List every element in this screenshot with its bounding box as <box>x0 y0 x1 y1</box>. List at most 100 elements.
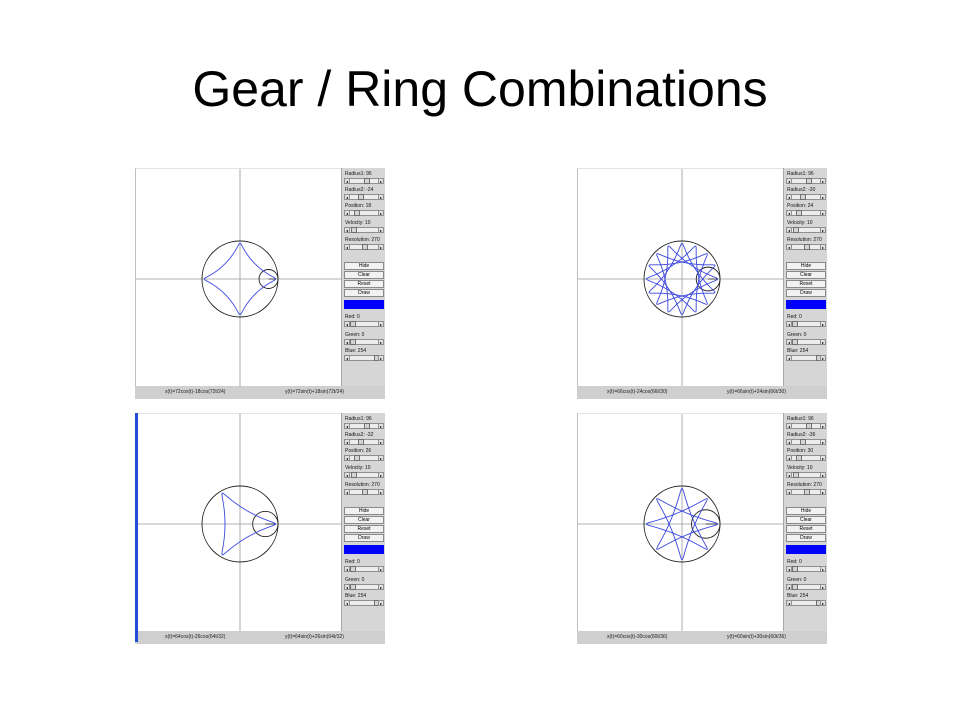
scroll-thumb[interactable] <box>793 227 799 233</box>
scroll-right-arrow-icon[interactable]: ▸ <box>820 227 826 233</box>
clear-button[interactable]: Clear <box>786 516 826 524</box>
scroll-thumb[interactable] <box>358 194 364 200</box>
scroll-thumb[interactable] <box>806 423 812 429</box>
scroll-left-arrow-icon[interactable]: ◂ <box>344 584 350 590</box>
scroll-right-arrow-icon[interactable]: ▸ <box>378 439 384 445</box>
scroll-thumb[interactable] <box>792 566 798 572</box>
scroll-right-arrow-icon[interactable]: ▸ <box>820 423 826 429</box>
reset-button[interactable]: Reset <box>786 525 826 533</box>
scroll-right-arrow-icon[interactable]: ▸ <box>378 339 384 345</box>
position-scrollbar[interactable]: ◂▸ <box>786 455 826 461</box>
scroll-right-arrow-icon[interactable]: ▸ <box>820 600 826 606</box>
scroll-left-arrow-icon[interactable]: ◂ <box>344 423 350 429</box>
scroll-right-arrow-icon[interactable]: ▸ <box>820 194 826 200</box>
velocity-scrollbar[interactable]: ◂▸ <box>344 227 384 233</box>
scroll-left-arrow-icon[interactable]: ◂ <box>344 339 350 345</box>
scroll-right-arrow-icon[interactable]: ▸ <box>820 321 826 327</box>
reset-button[interactable]: Reset <box>344 525 384 533</box>
scroll-thumb[interactable] <box>350 566 356 572</box>
radius1-scrollbar[interactable]: ◂▸ <box>344 178 384 184</box>
blue-scrollbar[interactable]: ◂▸ <box>786 600 826 606</box>
scroll-thumb[interactable] <box>806 178 812 184</box>
position-scrollbar[interactable]: ◂▸ <box>786 210 826 216</box>
scroll-left-arrow-icon[interactable]: ◂ <box>786 210 792 216</box>
scroll-right-arrow-icon[interactable]: ▸ <box>820 210 826 216</box>
scroll-left-arrow-icon[interactable]: ◂ <box>786 321 792 327</box>
resolution-scrollbar[interactable]: ◂▸ <box>786 244 826 250</box>
radius2-scrollbar[interactable]: ◂▸ <box>344 194 384 200</box>
reset-button[interactable]: Reset <box>344 280 384 288</box>
scroll-right-arrow-icon[interactable]: ▸ <box>378 178 384 184</box>
scroll-thumb[interactable] <box>351 227 357 233</box>
scroll-right-arrow-icon[interactable]: ▸ <box>378 489 384 495</box>
clear-button[interactable]: Clear <box>344 516 384 524</box>
radius1-scrollbar[interactable]: ◂▸ <box>344 423 384 429</box>
scroll-left-arrow-icon[interactable]: ◂ <box>786 584 792 590</box>
scroll-right-arrow-icon[interactable]: ▸ <box>378 584 384 590</box>
scroll-thumb[interactable] <box>350 339 356 345</box>
radius2-scrollbar[interactable]: ◂▸ <box>786 439 826 445</box>
scroll-right-arrow-icon[interactable]: ▸ <box>820 178 826 184</box>
scroll-left-arrow-icon[interactable]: ◂ <box>786 178 792 184</box>
spirograph-canvas[interactable] <box>577 413 784 632</box>
scroll-left-arrow-icon[interactable]: ◂ <box>786 244 792 250</box>
scroll-left-arrow-icon[interactable]: ◂ <box>344 489 350 495</box>
clear-button[interactable]: Clear <box>344 271 384 279</box>
scroll-right-arrow-icon[interactable]: ▸ <box>820 584 826 590</box>
scroll-left-arrow-icon[interactable]: ◂ <box>344 439 350 445</box>
scroll-left-arrow-icon[interactable]: ◂ <box>344 321 350 327</box>
scroll-right-arrow-icon[interactable]: ▸ <box>820 489 826 495</box>
red-scrollbar[interactable]: ◂▸ <box>786 321 826 327</box>
scroll-right-arrow-icon[interactable]: ▸ <box>378 423 384 429</box>
scroll-thumb[interactable] <box>354 455 360 461</box>
draw-button[interactable]: Draw <box>344 534 384 542</box>
scroll-left-arrow-icon[interactable]: ◂ <box>786 194 792 200</box>
scroll-thumb[interactable] <box>362 489 368 495</box>
scroll-thumb[interactable] <box>792 339 798 345</box>
scroll-thumb[interactable] <box>792 584 798 590</box>
scroll-left-arrow-icon[interactable]: ◂ <box>344 178 350 184</box>
draw-button[interactable]: Draw <box>786 289 826 297</box>
draw-button[interactable]: Draw <box>344 289 384 297</box>
scroll-thumb[interactable] <box>350 321 356 327</box>
green-scrollbar[interactable]: ◂▸ <box>786 584 826 590</box>
red-scrollbar[interactable]: ◂▸ <box>344 566 384 572</box>
position-scrollbar[interactable]: ◂▸ <box>344 210 384 216</box>
velocity-scrollbar[interactable]: ◂▸ <box>786 472 826 478</box>
scroll-thumb[interactable] <box>362 244 368 250</box>
scroll-thumb[interactable] <box>800 194 806 200</box>
scroll-right-arrow-icon[interactable]: ▸ <box>820 472 826 478</box>
scroll-left-arrow-icon[interactable]: ◂ <box>344 227 350 233</box>
scroll-right-arrow-icon[interactable]: ▸ <box>378 244 384 250</box>
scroll-left-arrow-icon[interactable]: ◂ <box>786 423 792 429</box>
position-scrollbar[interactable]: ◂▸ <box>344 455 384 461</box>
scroll-thumb[interactable] <box>354 210 360 216</box>
reset-button[interactable]: Reset <box>786 280 826 288</box>
blue-scrollbar[interactable]: ◂▸ <box>786 355 826 361</box>
scroll-right-arrow-icon[interactable]: ▸ <box>820 244 826 250</box>
blue-scrollbar[interactable]: ◂▸ <box>344 600 384 606</box>
hide-button[interactable]: Hide <box>786 262 826 270</box>
scroll-thumb[interactable] <box>793 472 799 478</box>
radius1-scrollbar[interactable]: ◂▸ <box>786 178 826 184</box>
scroll-thumb[interactable] <box>796 210 802 216</box>
scroll-left-arrow-icon[interactable]: ◂ <box>786 600 792 606</box>
red-scrollbar[interactable]: ◂▸ <box>344 321 384 327</box>
scroll-right-arrow-icon[interactable]: ▸ <box>378 194 384 200</box>
scroll-right-arrow-icon[interactable]: ▸ <box>378 472 384 478</box>
scroll-thumb[interactable] <box>364 178 370 184</box>
scroll-left-arrow-icon[interactable]: ◂ <box>786 566 792 572</box>
scroll-left-arrow-icon[interactable]: ◂ <box>344 566 350 572</box>
scroll-left-arrow-icon[interactable]: ◂ <box>344 600 350 606</box>
hide-button[interactable]: Hide <box>344 262 384 270</box>
green-scrollbar[interactable]: ◂▸ <box>344 584 384 590</box>
radius2-scrollbar[interactable]: ◂▸ <box>786 194 826 200</box>
scroll-left-arrow-icon[interactable]: ◂ <box>786 489 792 495</box>
spirograph-canvas[interactable] <box>135 413 342 632</box>
scroll-left-arrow-icon[interactable]: ◂ <box>344 244 350 250</box>
scroll-left-arrow-icon[interactable]: ◂ <box>344 472 350 478</box>
spirograph-canvas[interactable] <box>135 168 342 387</box>
scroll-thumb[interactable] <box>796 455 802 461</box>
scroll-right-arrow-icon[interactable]: ▸ <box>378 210 384 216</box>
scroll-left-arrow-icon[interactable]: ◂ <box>786 227 792 233</box>
